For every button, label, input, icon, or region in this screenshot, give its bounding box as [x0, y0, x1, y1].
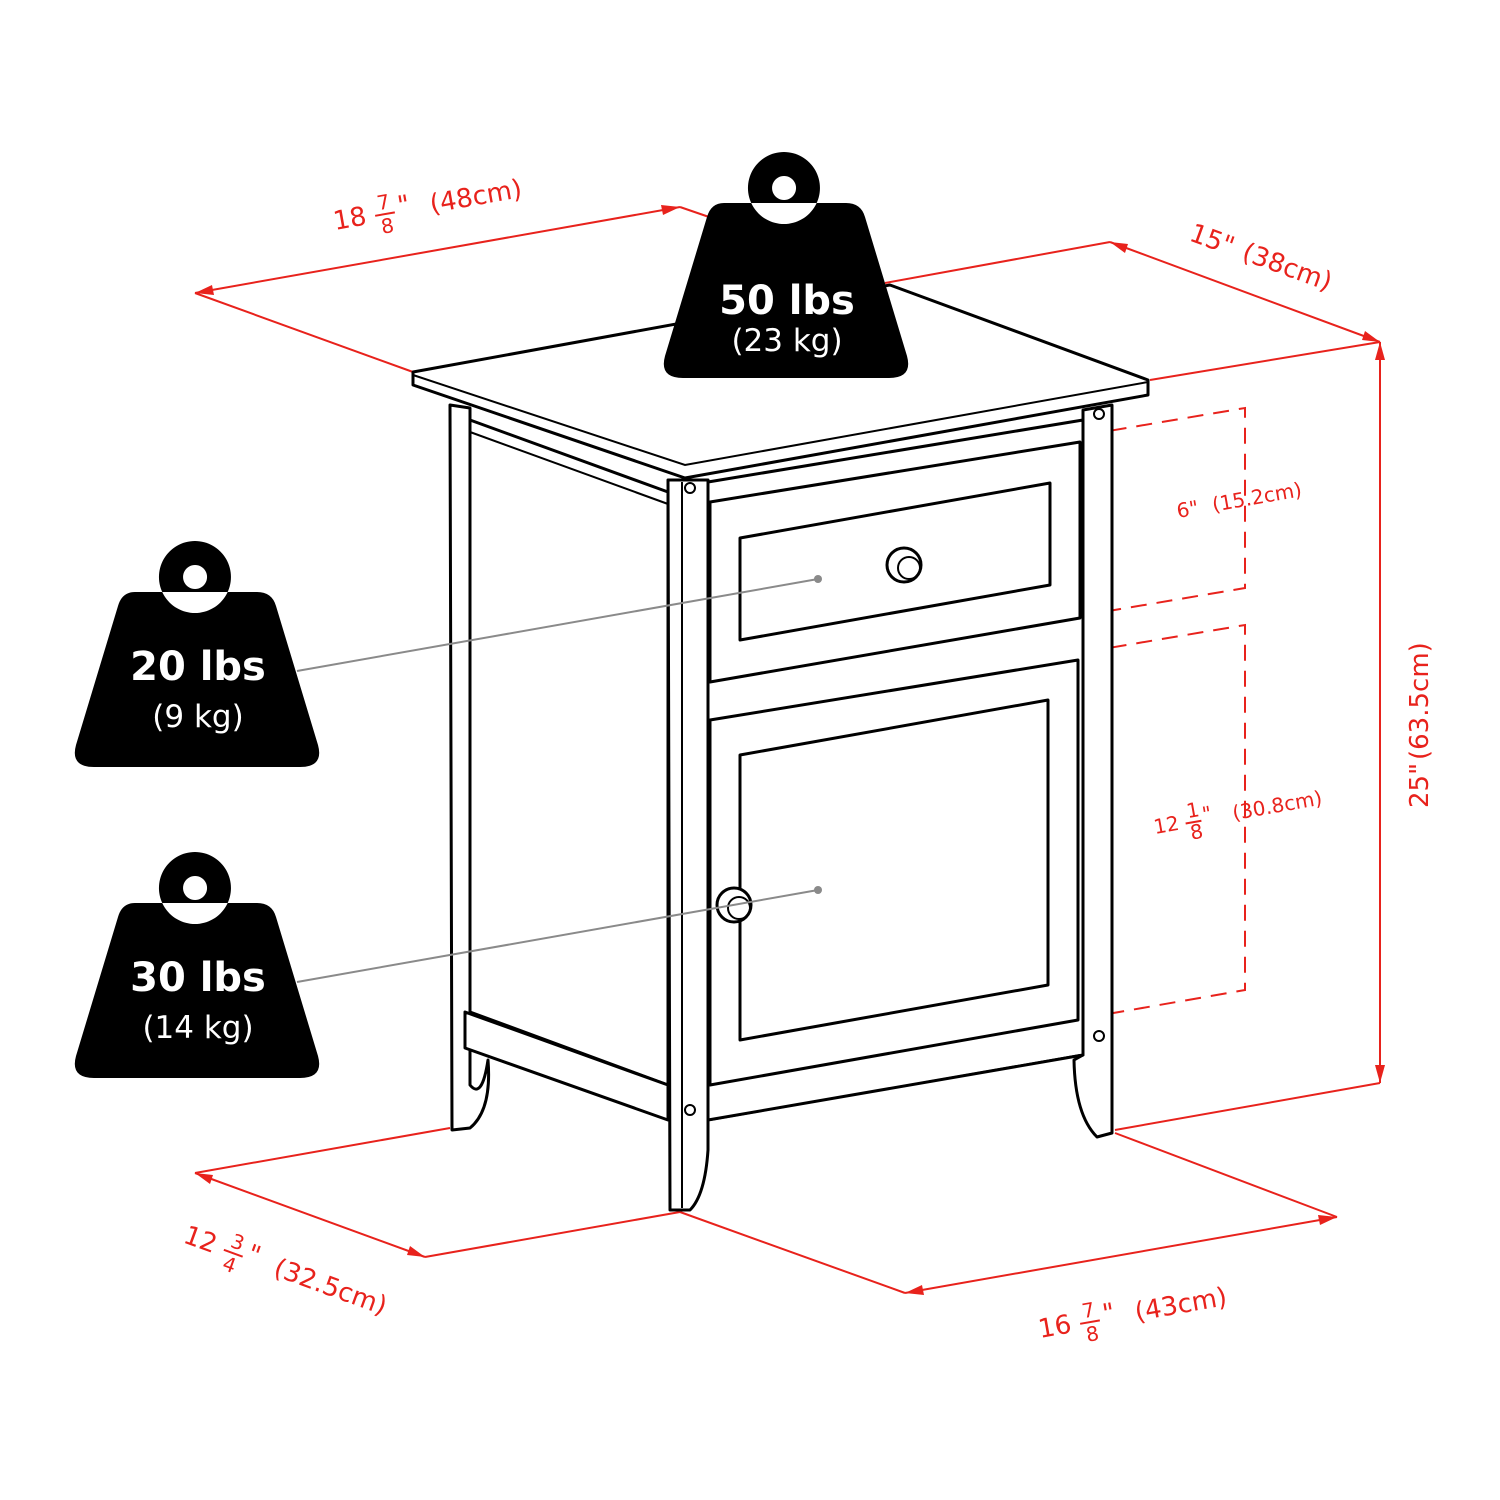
- weight-top-lbs: 50 lbs: [719, 278, 855, 324]
- svg-text:18: 18: [331, 202, 369, 237]
- weight-top: 50 lbs (23 kg): [663, 152, 909, 378]
- arrowhead-icon: [1375, 1065, 1385, 1083]
- weight-top-kg: (23 kg): [731, 323, 842, 359]
- svg-text:7: 7: [375, 189, 392, 215]
- svg-text:(32.5cm): (32.5cm): [270, 1253, 391, 1321]
- label-base-depth: 12 3 4 " (32.5cm): [180, 1220, 391, 1321]
- svg-text:8: 8: [379, 213, 396, 239]
- weight-icon: [74, 852, 320, 1078]
- weight-cabinet-lbs: 30 lbs: [130, 955, 266, 1001]
- front-left-leg: [666, 478, 710, 1212]
- weight-icon: [663, 152, 909, 378]
- svg-text:(15.2cm): (15.2cm): [1210, 477, 1303, 516]
- svg-text:1: 1: [1184, 797, 1201, 823]
- base-depth-line: [194, 1172, 426, 1258]
- drawer-knob-icon[interactable]: [885, 546, 923, 584]
- weight-cabinet-kg: (14 kg): [142, 1010, 253, 1046]
- svg-text:(43cm): (43cm): [1133, 1282, 1230, 1328]
- arrowhead-icon: [195, 285, 214, 295]
- drawer-height-bracket: [1084, 406, 1246, 616]
- weight-icon: [74, 541, 320, 767]
- svg-text:4: 4: [219, 1251, 239, 1278]
- svg-text:8: 8: [1084, 1321, 1101, 1347]
- arrowhead-icon: [195, 1173, 213, 1184]
- svg-text:(48cm): (48cm): [428, 174, 525, 220]
- weight-drawer: 20 lbs (9 kg): [74, 541, 320, 767]
- label-top-depth: 15" (38cm): [1186, 218, 1336, 297]
- svg-text:16: 16: [1036, 1310, 1074, 1345]
- svg-text:12: 12: [1152, 811, 1181, 839]
- cabinet-height-bracket: [1084, 623, 1246, 1019]
- svg-text:": ": [1200, 801, 1213, 826]
- svg-text:": ": [243, 1239, 265, 1271]
- svg-text:": ": [1100, 1298, 1117, 1330]
- label-cabinet-height: 12 1 8 " (30.8cm): [1152, 786, 1324, 845]
- svg-text:6": 6": [1175, 495, 1201, 522]
- svg-text:(38cm): (38cm): [1238, 238, 1336, 298]
- arrowhead-icon: [661, 205, 680, 215]
- arrowhead-icon: [407, 1246, 425, 1257]
- top-depth-line: [1109, 241, 1381, 343]
- svg-text:12: 12: [180, 1220, 221, 1260]
- base-width-line: [904, 1216, 1338, 1294]
- arrowhead-icon: [1318, 1215, 1337, 1225]
- label-drawer-height: 6" (15.2cm): [1175, 477, 1304, 523]
- side-rail: [463, 1010, 670, 1122]
- svg-text:7: 7: [1080, 1297, 1097, 1323]
- weight-drawer-lbs: 20 lbs: [130, 644, 266, 690]
- svg-text:(30.8cm): (30.8cm): [1230, 786, 1323, 825]
- svg-text:15": 15": [1186, 218, 1239, 262]
- door-panel: [738, 698, 1050, 1042]
- label-height: 25" (63.5cm): [1405, 642, 1435, 808]
- nightstand-drawing: [411, 283, 1150, 1212]
- arrowhead-icon: [1362, 331, 1380, 342]
- arrowhead-icon: [1375, 342, 1385, 360]
- svg-text:(63.5cm): (63.5cm): [1405, 642, 1435, 760]
- svg-text:25": 25": [1405, 763, 1435, 808]
- dimension-lines: [194, 205, 1385, 1295]
- svg-text:8: 8: [1188, 819, 1205, 845]
- label-top-width: 18 7 8 " (48cm): [331, 174, 525, 239]
- arrowhead-icon: [905, 1285, 924, 1295]
- table-top: [411, 283, 1150, 480]
- weight-leaders: [296, 575, 822, 983]
- arrowhead-icon: [1110, 242, 1128, 253]
- top-width-line: [194, 206, 681, 294]
- weight-drawer-kg: (9 kg): [152, 699, 243, 735]
- label-base-width: 16 7 8 " (43cm): [1036, 1282, 1230, 1347]
- svg-text:": ": [395, 190, 412, 222]
- weight-cabinet: 30 lbs (14 kg): [74, 852, 320, 1078]
- side-panel: [468, 418, 670, 1087]
